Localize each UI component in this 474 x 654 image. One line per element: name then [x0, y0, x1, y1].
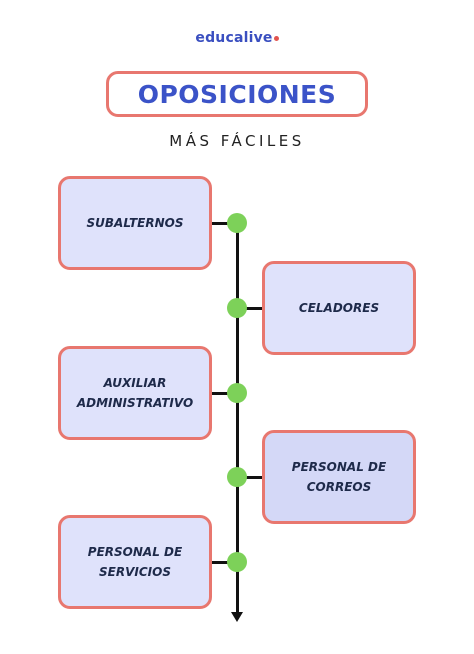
- timeline-node: [227, 552, 247, 572]
- timeline-node: [227, 213, 247, 233]
- logo-text: educalive: [195, 30, 273, 46]
- timeline-arrow-icon: [231, 612, 243, 622]
- timeline-card-label: SUBALTERNOS: [86, 216, 184, 230]
- timeline-axis: [236, 222, 239, 614]
- timeline-node: [227, 467, 247, 487]
- title-box: OPOSICIONES: [106, 71, 368, 117]
- timeline-card-auxiliar-administrativo: AUXILIAR ADMINISTRATIVO: [58, 346, 212, 440]
- timeline-card-label: CELADORES: [298, 301, 380, 315]
- timeline-card-personal-de-servicios: PERSONAL DE SERVICIOS: [58, 515, 212, 609]
- timeline-connector: [238, 476, 262, 479]
- timeline-card-label: PERSONAL DE CORREOS: [291, 460, 387, 494]
- page-subtitle: MÁS FÁCILES: [169, 132, 305, 150]
- timeline-node: [227, 298, 247, 318]
- timeline-card-label: PERSONAL DE SERVICIOS: [87, 545, 183, 579]
- logo-dot-icon: [273, 36, 279, 41]
- educalive-logo: educalive: [0, 30, 474, 46]
- timeline-node: [227, 383, 247, 403]
- timeline-card-celadores: CELADORES: [262, 261, 416, 355]
- timeline-card-subalternos: SUBALTERNOS: [58, 176, 212, 270]
- timeline-connector: [212, 222, 236, 225]
- timeline-card-personal-de-correos: PERSONAL DE CORREOS: [262, 430, 416, 524]
- timeline-connector: [238, 307, 262, 310]
- page-title: OPOSICIONES: [137, 79, 337, 109]
- timeline-connector: [212, 561, 236, 564]
- timeline-connector: [212, 392, 236, 395]
- timeline-card-label: AUXILIAR ADMINISTRATIVO: [76, 376, 194, 410]
